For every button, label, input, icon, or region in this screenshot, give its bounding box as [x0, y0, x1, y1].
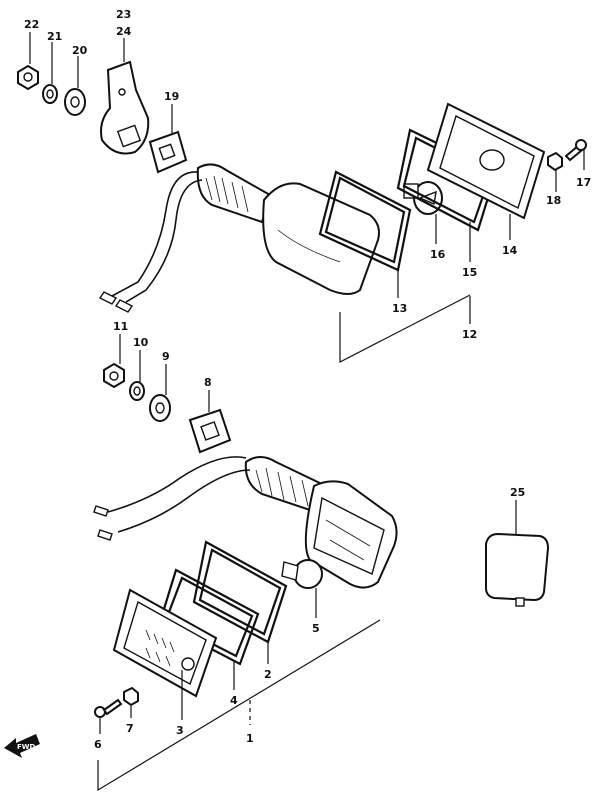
callout-13: 13: [392, 302, 407, 315]
washer-20: [64, 88, 86, 116]
callout-24: 24: [116, 25, 132, 38]
assembly-bracket-12: [339, 294, 471, 363]
bracket-23-24: [100, 60, 150, 155]
callout-5: 5: [312, 622, 320, 635]
nut-22: [17, 64, 39, 91]
lock-washer-21: [42, 84, 58, 104]
callout-23: 23: [116, 8, 131, 21]
upper-housing: [262, 182, 380, 295]
callout-10: 10: [133, 336, 149, 349]
callout-8: 8: [204, 376, 212, 389]
callout-22: 22: [24, 18, 39, 31]
callout-3: 3: [176, 724, 184, 737]
lens-3: [112, 588, 218, 698]
assembly-bracket-1: [97, 619, 381, 792]
forward-arrow-icon: FWD: [4, 734, 40, 758]
grommet-8: [188, 408, 232, 454]
lens-14: [426, 102, 546, 220]
callout-4: 4: [230, 694, 238, 707]
screw-6: [94, 698, 123, 718]
callout-6: 6: [94, 738, 102, 751]
callout-7: 7: [126, 722, 134, 735]
lock-washer-10: [129, 381, 145, 401]
callout-9: 9: [162, 350, 170, 363]
washer-9: [149, 394, 171, 422]
lower-housing: [304, 480, 398, 589]
grommet-19: [148, 130, 188, 174]
callout-18: 18: [546, 194, 561, 207]
relay-25: [485, 532, 550, 607]
callout-15: 15: [462, 266, 477, 279]
callout-19: 19: [164, 90, 179, 103]
forward-marker-label: FWD: [17, 743, 36, 751]
callout-16: 16: [430, 248, 446, 261]
callout-11: 11: [113, 320, 128, 333]
upper-signal-stem: [98, 163, 272, 313]
callout-21: 21: [47, 30, 62, 43]
nut-18: [547, 151, 563, 172]
callout-25: 25: [510, 486, 525, 499]
nut-7: [123, 686, 139, 707]
leader-lines: [29, 32, 585, 734]
nut-11: [103, 362, 125, 389]
lower-signal-stem: [93, 456, 328, 541]
callout-17: 17: [576, 176, 591, 189]
gasket-4: [158, 568, 260, 666]
callout-20: 20: [72, 44, 88, 57]
callout-1: 1: [246, 732, 254, 745]
bulb-5: [281, 559, 323, 589]
callout-2: 2: [264, 668, 272, 681]
callout-12: 12: [462, 328, 477, 341]
callout-14: 14: [502, 244, 518, 257]
callout-labels: 22 21 20 23 24 19 17 18 16 14 15 13 12 1…: [24, 8, 591, 751]
screw-17: [564, 139, 587, 162]
